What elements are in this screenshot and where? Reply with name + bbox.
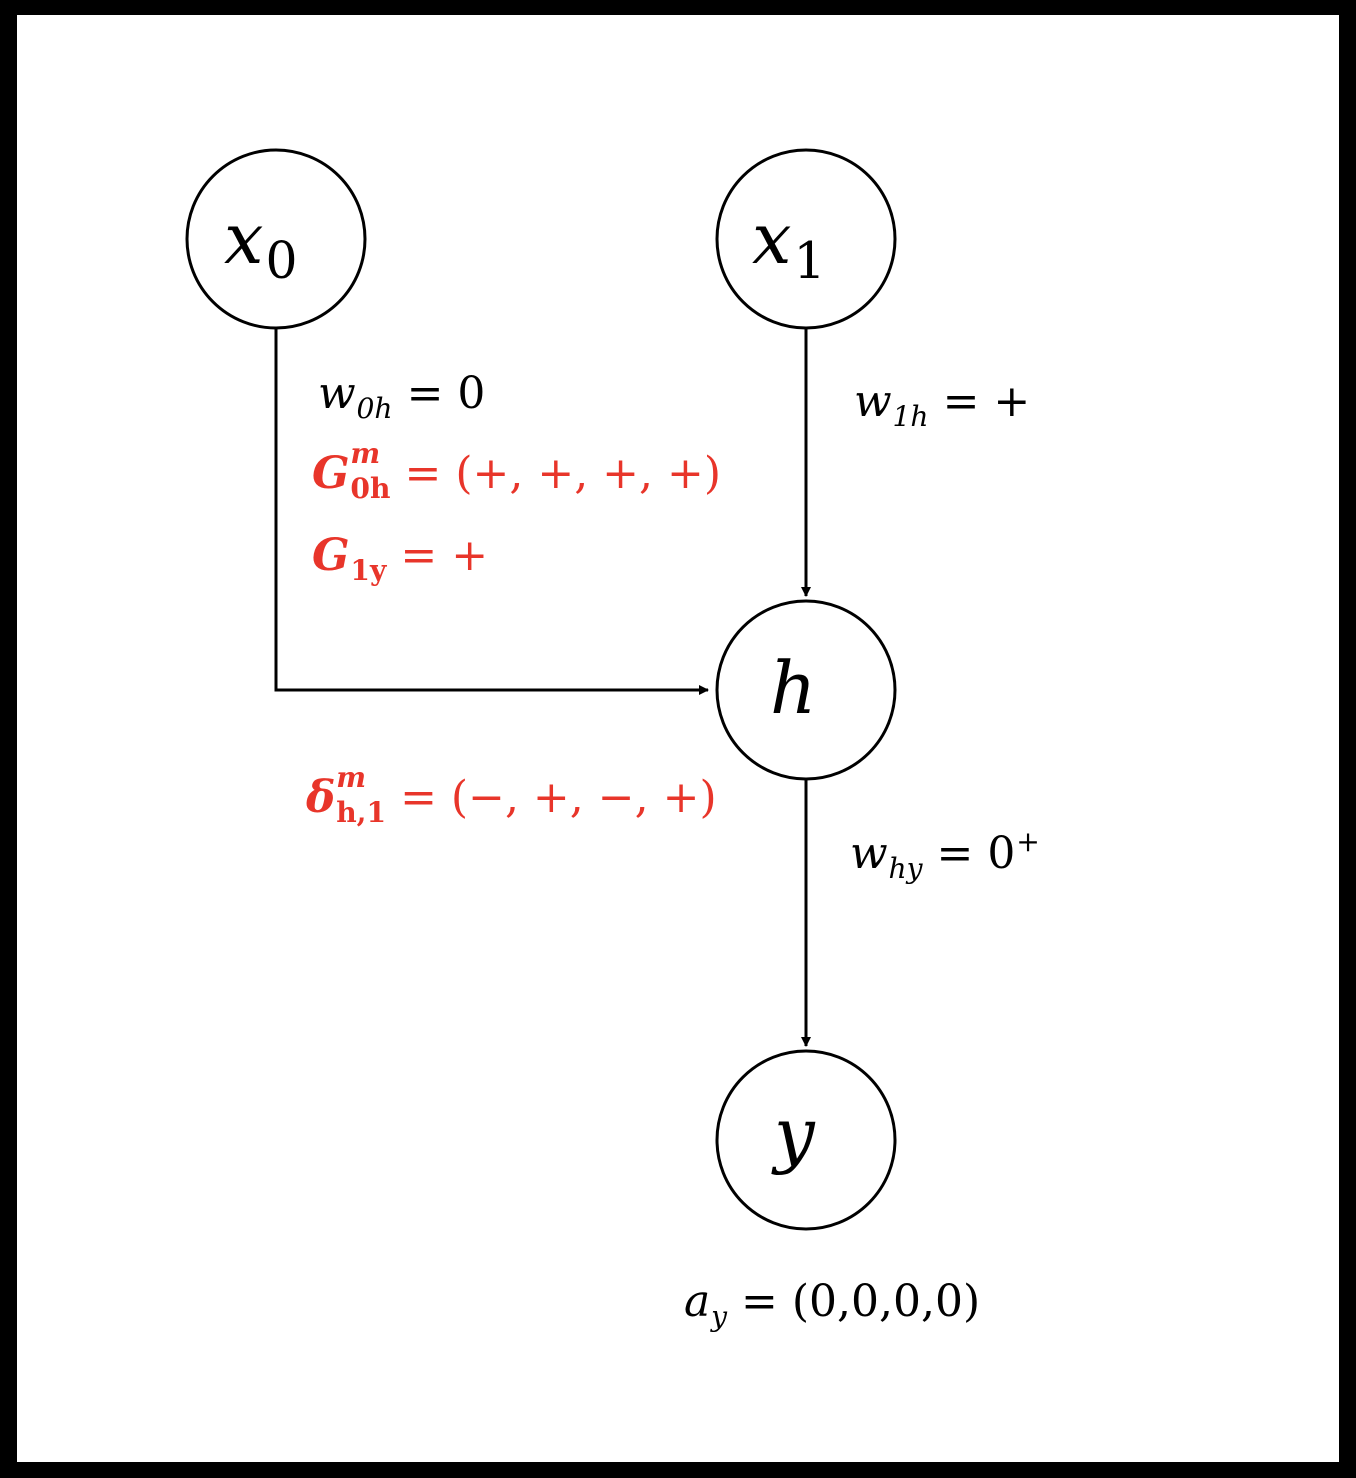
node-h-symbol: h: [770, 646, 817, 730]
weight-why-value: = 0: [922, 828, 1016, 879]
weight-w0h-value: = 0: [392, 368, 486, 419]
activation-ay-label: ay = (0,0,0,0): [684, 1280, 980, 1331]
node-x0-label: x0: [224, 204, 298, 286]
weight-w0h-symbol: w: [318, 368, 356, 419]
weight-w0h-subscript: 0h: [356, 391, 393, 425]
node-y-circle: [715, 1049, 897, 1231]
gradient-G1y-value: = +: [386, 530, 489, 581]
node-x0-symbol: x: [224, 198, 264, 280]
weight-w1h-subscript: 1h: [892, 399, 929, 433]
weight-w1h-symbol: w: [854, 376, 892, 427]
node-h-circle: [715, 599, 897, 781]
gradient-G0h-value: = (+, +, +, +): [390, 448, 722, 499]
gradient-G1y-symbol: G: [312, 530, 350, 581]
weight-why-subscript: hy: [888, 851, 923, 885]
weight-why-label: why = 0+: [850, 827, 1040, 882]
weight-w1h-value: = +: [928, 376, 1031, 427]
node-y-symbol: y: [774, 1092, 815, 1176]
weight-why-symbol: w: [850, 828, 888, 879]
activation-ay-subscript: y: [711, 1299, 727, 1333]
node-x1-subscript: 1: [793, 231, 826, 291]
activation-ay-value: = (0,0,0,0): [727, 1276, 981, 1327]
delta-h1-symbol: δ: [306, 772, 336, 823]
node-h-label: h: [770, 652, 816, 724]
weight-why-superscript: +: [1016, 824, 1040, 858]
gradient-G0h-subscript: 0h: [350, 472, 391, 506]
activation-ay-symbol: a: [684, 1276, 711, 1327]
node-x0-subscript: 0: [265, 231, 298, 291]
weight-w0h-label: w0h = 0: [318, 372, 485, 423]
gradient-G0h-symbol: G: [312, 448, 350, 499]
delta-h1-superscript: m: [336, 761, 366, 795]
gradient-G1y-subscript: 1y: [350, 553, 387, 587]
delta-h1-value: = (−, +, −, +): [386, 772, 717, 823]
node-y-label: y: [774, 1098, 815, 1170]
edge-x0-h: [274, 328, 709, 695]
node-x1-circle: [715, 148, 897, 330]
weight-w1h-label: w1h = +: [854, 380, 1030, 431]
node-x1-label: x1: [752, 204, 826, 286]
delta-h1-subscript: h,1: [336, 796, 387, 830]
gradient-G1y-label: G1y = +: [312, 534, 488, 585]
gradient-G0h-superscript: m: [350, 437, 381, 471]
node-x0-circle: [185, 148, 367, 330]
node-x1-symbol: x: [752, 198, 792, 280]
